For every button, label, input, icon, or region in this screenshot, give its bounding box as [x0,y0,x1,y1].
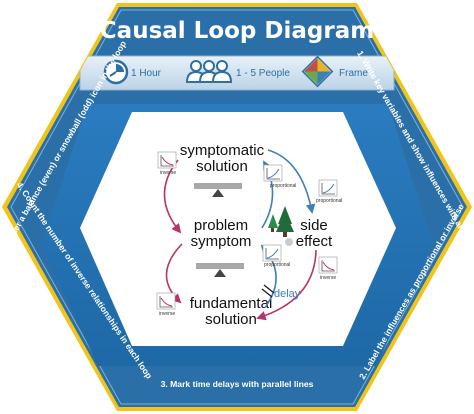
node-side-effect-line2: effect [296,233,333,250]
diagram-title: Causal Loop Diagram [100,18,374,44]
inverse-label-bottom: inverse [159,311,175,317]
node-fundamental-solution-line1: fundamental [190,295,273,312]
node-problem-symptom-line1: problem [194,217,248,234]
arrow-side-effect-to-fundamental [256,249,317,321]
diagram-area [80,112,396,346]
arrow-problem-to-fundamental [165,243,183,304]
clock-icon [103,59,129,85]
proportional-icon-top [263,164,283,182]
tree-icon [268,206,294,246]
node-problem-symptom-line2: symptom [191,233,252,250]
balance-icon-lower [196,263,244,277]
inverse-icon-bottom [156,292,176,310]
delay-marks [261,284,275,298]
proportional-icon-side [318,179,338,197]
proportional-label-mid: proportional [264,262,290,268]
proportional-label-side: proportional [316,198,342,204]
node-side-effect-line1: side [300,217,328,234]
inverse-label-side: inverse [320,275,336,281]
proportional-label-top: proportional [270,183,296,189]
inverse-icon-side [318,256,338,274]
duration-label: 1 Hour [131,68,162,79]
hexagon-inner-rim [10,9,464,405]
balance-icon-upper [194,183,242,197]
info-toolbar [79,55,395,91]
inverse-label-top: inverse [160,170,176,176]
node-fundamental-solution-line2: solution [205,311,257,328]
step-3-text: 3. Mark time delays with parallel lines [161,379,314,389]
proportional-icon-mid [262,244,282,262]
inverse-icon-top [157,151,177,169]
node-symptomatic-solution-line2: solution [196,158,248,175]
frame-label: Frame [339,68,368,79]
node-symptomatic-solution-line1: symptomatic [180,142,265,159]
people-icon [185,60,233,83]
group-size-label: 1 - 5 People [236,68,290,79]
arrow-symptomatic-to-side-effect [267,149,316,214]
delay-label: delay [274,288,301,300]
frame-icon [301,55,334,88]
